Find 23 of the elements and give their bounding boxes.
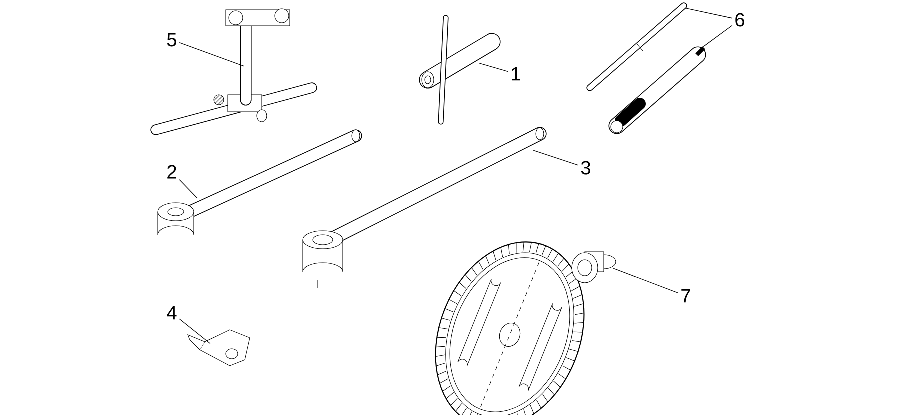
callout-number: 2 [168, 165, 176, 179]
rod-drawing [586, 2, 688, 92]
callout-number: 7 [682, 289, 690, 303]
t-wrench-drawing [419, 15, 501, 125]
callout-number: 4 [167, 306, 177, 320]
leader-line [613, 268, 679, 294]
bracket-drawing [188, 330, 250, 366]
leader-line [703, 25, 733, 48]
leader-line [533, 150, 579, 166]
leader-line [179, 180, 198, 199]
stem-drawing [226, 8, 290, 106]
handle-drawing [608, 46, 706, 134]
wrench-head-drawing [158, 202, 194, 236]
leader-line [479, 63, 509, 72]
callout-number: 1 [512, 67, 520, 81]
callout-number: 5 [167, 33, 177, 47]
leader-line [179, 318, 211, 344]
leader-line [685, 8, 733, 19]
hub-drawing [572, 252, 616, 284]
wrench-drawing [302, 127, 547, 288]
callout-number: 6 [736, 13, 744, 27]
callout-number: 3 [581, 161, 590, 175]
leader-line [179, 42, 245, 67]
